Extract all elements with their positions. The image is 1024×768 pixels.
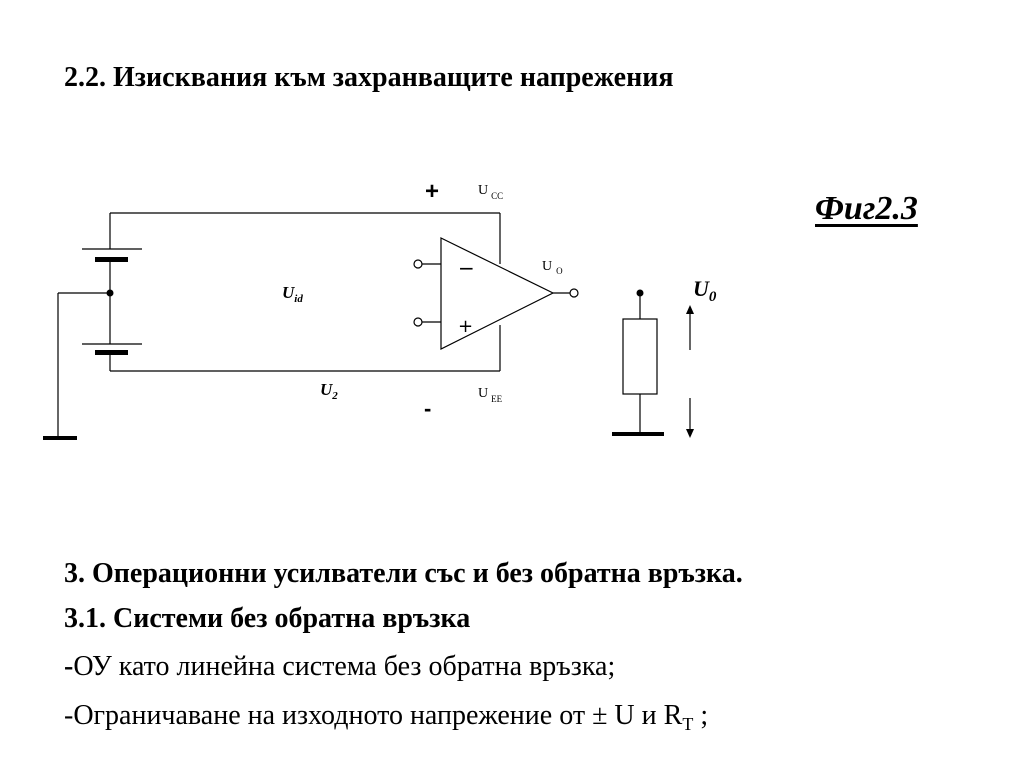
arrow-up-icon	[686, 305, 694, 314]
output-terminal	[569, 288, 579, 298]
inverting-input-terminal	[413, 259, 423, 269]
load-terminal-dot	[636, 289, 644, 297]
opamp-symbol	[440, 237, 555, 350]
body-line-4-end: ;	[693, 700, 709, 731]
body-line-3: -ОУ като линейна система без обратна връ…	[64, 651, 615, 683]
battery-plate-lower	[95, 350, 128, 355]
body-line-4-text: -Ограничаване на изходното напрежение от…	[64, 700, 683, 731]
body-line-2: 3.1. Системи без обратна връзка	[64, 603, 471, 634]
battery-plate-upper	[95, 257, 128, 262]
load-resistor	[622, 318, 658, 395]
body-line-1: 3. Операционни усилватели със и без обра…	[64, 558, 743, 589]
ground-symbol	[43, 436, 77, 440]
noninverting-input-terminal	[413, 317, 423, 327]
opamp-inverting-sign: −	[458, 256, 475, 280]
plus-sign: +	[425, 178, 439, 205]
rt-subscript: T	[682, 714, 694, 734]
u0-label: U0	[693, 276, 717, 305]
opamp-noninverting-sign: +	[458, 316, 473, 337]
junction-dot	[106, 289, 114, 297]
bullet-dash: -	[64, 651, 74, 682]
uid-label: Uid	[282, 283, 303, 305]
minus-sign: -	[424, 396, 431, 421]
figure-caption: Фиг2.3	[815, 190, 918, 227]
circuit-wires	[57, 212, 691, 438]
body-line-3-text: ОУ като линейна система без обратна връз…	[73, 651, 616, 682]
section-heading: 2.2. Изисквания към захранващите напреже…	[64, 62, 674, 93]
load-ground-symbol	[612, 432, 664, 436]
u2-label: U2	[320, 380, 338, 402]
arrow-down-icon	[686, 429, 694, 438]
body-line-4: -Ограничаване на изходното напрежение от…	[64, 700, 708, 735]
